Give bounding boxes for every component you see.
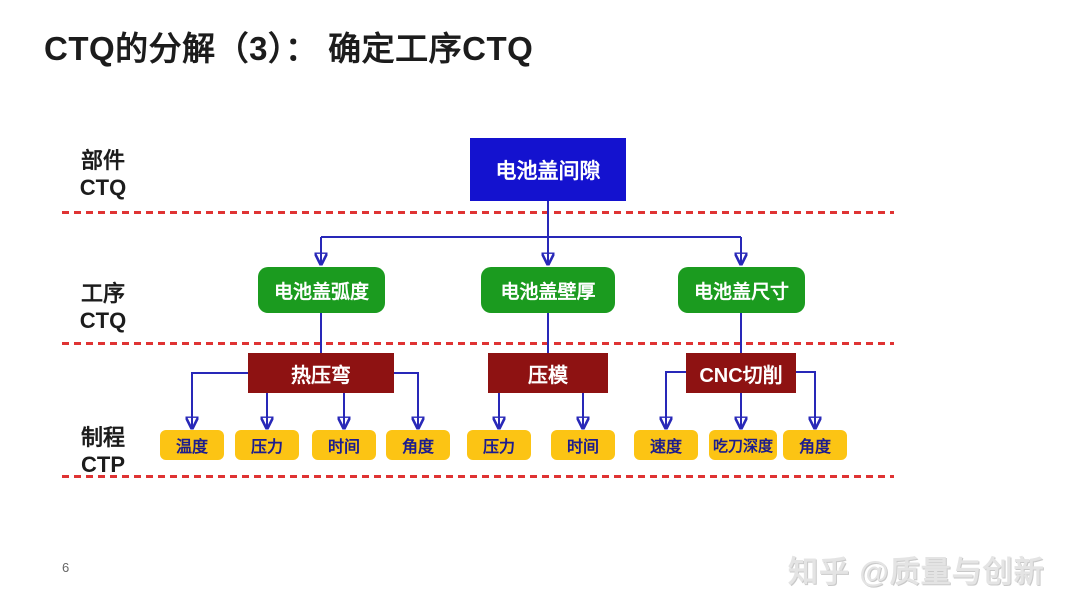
node-operation-2: 压模 (488, 353, 608, 393)
page-number: 6 (62, 560, 70, 575)
node-operation-3: CNC切削 (686, 353, 796, 393)
page-title: CTQ的分解（3）： 确定工序CTQ (44, 30, 534, 67)
divider-line-1 (62, 211, 894, 214)
level-label-line: CTP (81, 452, 125, 477)
level-label-process-ctq: 工序 CTQ (58, 280, 148, 334)
node-component-ctq: 电池盖间隙 (470, 138, 626, 201)
divider-line-2 (62, 342, 894, 345)
level-label-line: 部件 (80, 148, 125, 173)
level-label-ctp: 制程 CTP (58, 424, 148, 478)
level-label-component-ctq: 部件 CTQ (58, 147, 148, 201)
connector-arrow-op3-factor1 (666, 371, 686, 427)
node-ctp-factor: 角度 (783, 430, 847, 460)
level-label-line: 工序 (80, 281, 125, 306)
level-label-line: 制程 (80, 425, 125, 450)
node-ctp-factor: 角度 (386, 430, 450, 460)
connector-arrow-op1-factor1 (192, 372, 248, 427)
node-operation-1: 热压弯 (248, 353, 394, 393)
node-ctp-factor: 时间 (312, 430, 376, 460)
node-ctp-factor: 温度 (160, 430, 224, 460)
node-process-ctq-2: 电池盖壁厚 (481, 267, 615, 313)
node-ctp-factor: 时间 (551, 430, 615, 460)
node-process-ctq-1: 电池盖弧度 (258, 267, 385, 313)
divider-line-3 (62, 475, 894, 478)
node-ctp-factor: 速度 (634, 430, 698, 460)
level-label-line: CTQ (79, 175, 127, 200)
watermark: 知乎 @质量与创新 (788, 556, 1045, 589)
node-process-ctq-3: 电池盖尺寸 (678, 267, 805, 313)
node-ctp-factor: 压力 (235, 430, 299, 460)
level-label-line: CTQ (79, 308, 127, 333)
connector-arrow-op1-factor4 (394, 372, 418, 427)
node-ctp-factor: 吃刀深度 (709, 430, 777, 460)
node-ctp-factor: 压力 (467, 430, 531, 460)
connector-arrow-op3-factor3 (796, 371, 815, 427)
